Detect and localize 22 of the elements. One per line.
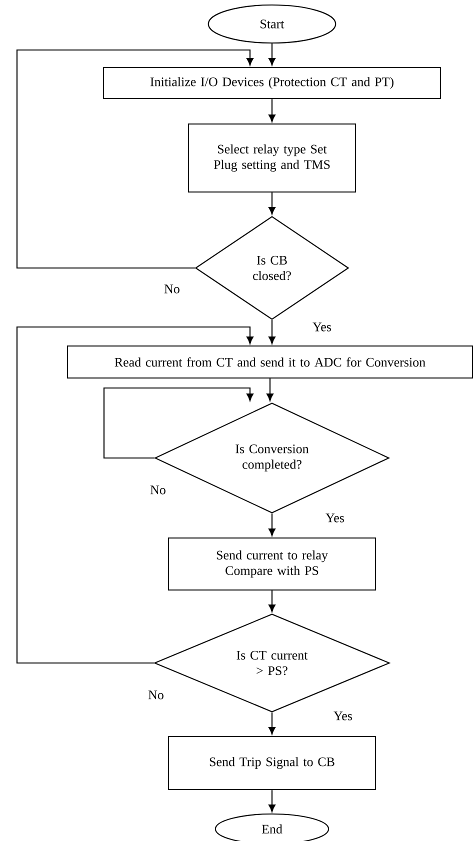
arrow	[16, 49, 254, 269]
process-box: Send current to relay Compare with PS	[168, 537, 376, 591]
edge-label: No	[164, 284, 180, 294]
arrow	[103, 387, 254, 459]
arrow	[268, 44, 276, 66]
arrow	[266, 378, 274, 402]
edge-label: Yes	[312, 322, 331, 332]
arrow	[268, 712, 276, 735]
arrow	[268, 192, 276, 215]
process-box: Initialize I/O Devices (Protection CT and PT)	[102, 66, 442, 100]
edge-label: Yes	[326, 514, 344, 522]
process-box: Read current from CT and send it to ADC for Conversion	[66, 345, 473, 379]
arrow	[268, 790, 276, 812]
arrow	[268, 320, 276, 344]
arrow	[268, 514, 276, 536]
arrow	[268, 590, 276, 612]
process-box: Select relay type Set Plug setting and TMS	[188, 123, 356, 193]
arrow	[268, 99, 276, 122]
arrow	[16, 326, 254, 664]
edge-label: No	[148, 690, 164, 700]
process-box: Send Trip Signal to CB	[168, 736, 376, 790]
edge-label: Yes	[334, 712, 352, 720]
